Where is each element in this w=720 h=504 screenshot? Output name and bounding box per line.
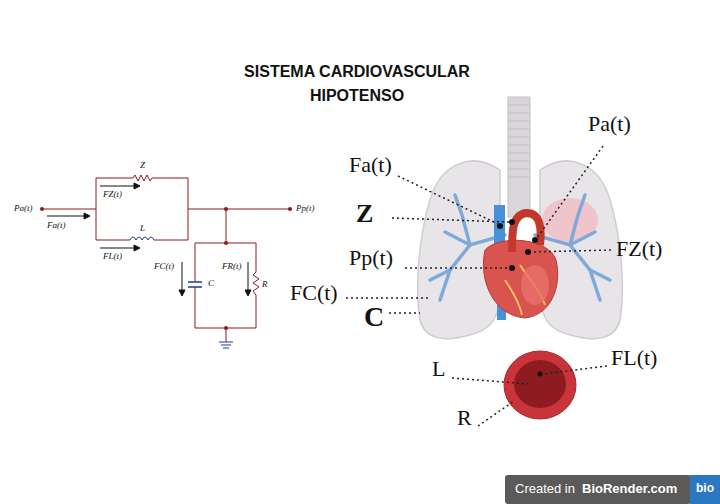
figure-label: FL(t) (611, 346, 657, 370)
circuit-wires (42, 175, 290, 348)
watermark-logo: bio (696, 482, 714, 495)
circuit-label: Fa(t) (47, 221, 66, 231)
circuit-label: Pp(t) (296, 204, 315, 214)
figure-label: R (457, 406, 472, 430)
figure-label: C (364, 302, 384, 333)
circuit-label: FL(t) (103, 252, 122, 262)
circuit-label: FC(t) (154, 262, 174, 272)
circuit-label: Pa(t) (14, 204, 33, 214)
watermark-text: BioRender.com (582, 482, 677, 496)
circuit-nodes (40, 207, 292, 330)
figure-label: Pa(t) (588, 112, 631, 136)
figure-label: FC(t) (290, 281, 338, 305)
flow-arrows (47, 183, 251, 296)
watermark-text: Created in (515, 482, 575, 496)
vessel-section (504, 351, 576, 419)
diagram-title: SISTEMA CARDIOVASCULAR HIPOTENSO (222, 60, 492, 108)
heart (483, 205, 557, 320)
figure-label: Fa(t) (349, 153, 392, 177)
watermark-bar (505, 475, 720, 504)
leader-lines (346, 146, 611, 426)
circuit-label: Z (140, 161, 145, 171)
figure-label: L (432, 357, 445, 381)
circuit-label: FR(t) (222, 262, 242, 272)
circuit-label: L (140, 224, 145, 234)
figure-label: Z (356, 200, 373, 229)
figure-label: FZ(t) (616, 237, 662, 261)
circuit-label: C (208, 279, 214, 289)
circuit-label: FZ(t) (103, 190, 122, 200)
figure-label: Pp(t) (349, 246, 393, 270)
circuit-label: R (262, 280, 268, 290)
